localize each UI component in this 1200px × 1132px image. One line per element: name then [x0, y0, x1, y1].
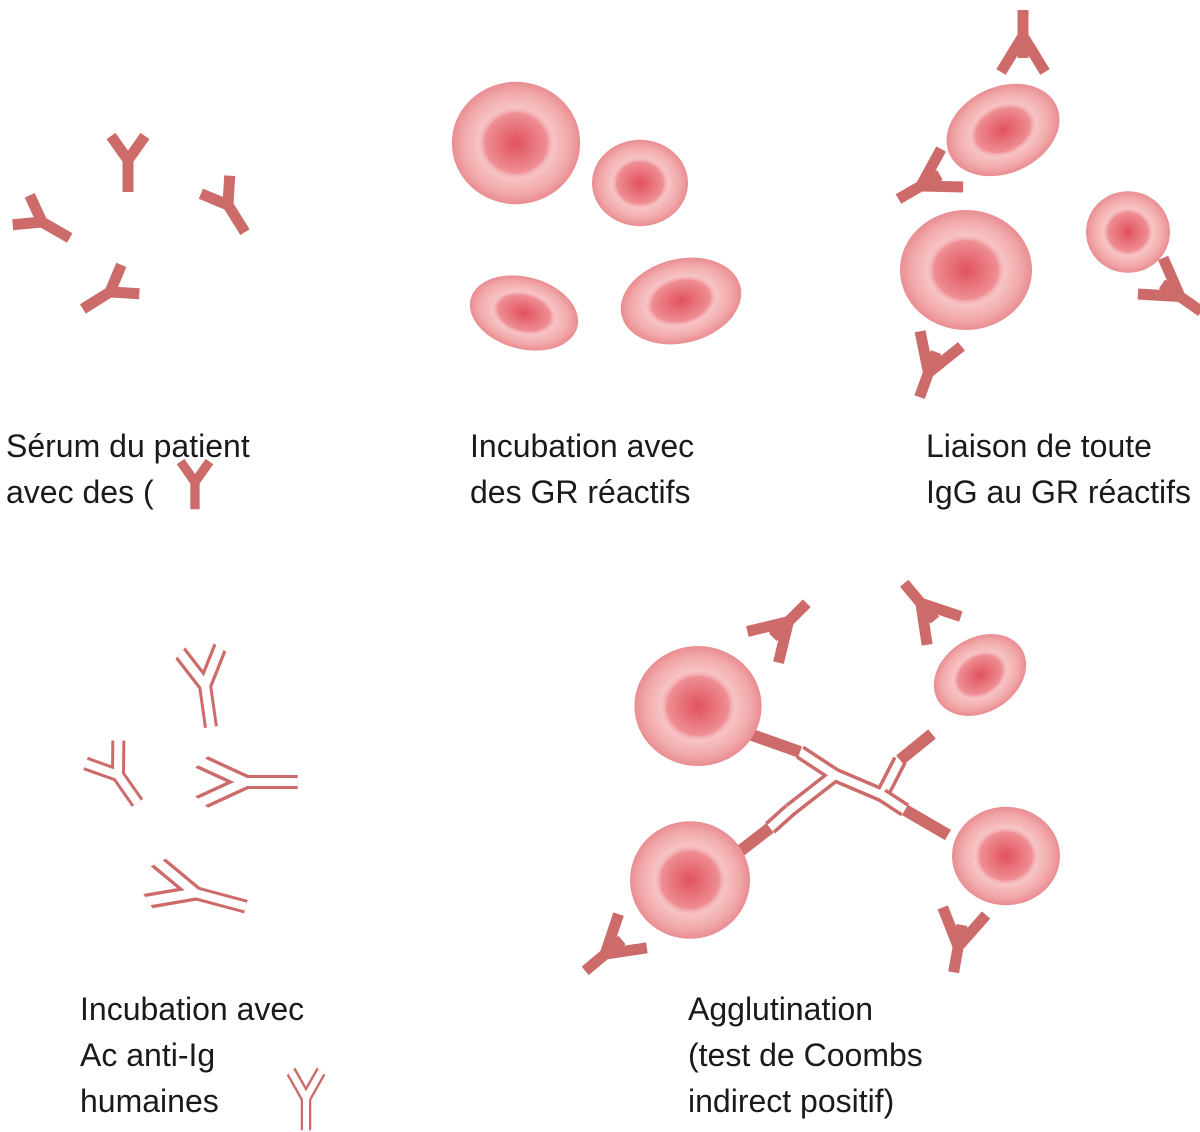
red-blood-cell-icon: [461, 263, 587, 363]
caption-binding: Liaison de toute IgG au GR réactifs: [926, 423, 1191, 515]
caption-line: (test de Coombs: [688, 1037, 923, 1073]
red-blood-cell-icon: [900, 210, 1032, 330]
caption-line: Incubation avec: [470, 428, 695, 464]
bound-antibody-icon: [747, 588, 822, 663]
caption-line: Incubation avec: [80, 991, 305, 1027]
bound-antibody-icon: [571, 914, 647, 988]
red-blood-cell-icon: [1086, 191, 1170, 273]
red-blood-cell-icon: [952, 806, 1060, 906]
caption-line: indirect positif): [688, 1083, 895, 1119]
anti-ig-antibody-icon: [202, 762, 298, 802]
red-blood-cell-group: [451, 81, 751, 363]
caption-anti-ig: Incubation avec Ac anti-Ig humaines: [80, 986, 304, 1124]
bound-antibody-icon: [899, 331, 962, 404]
red-blood-cell-icon: [592, 139, 688, 227]
free-antibody-icon-group: [13, 136, 260, 323]
bound-antibody-icon: [887, 149, 963, 218]
red-blood-cell-icon: [630, 821, 750, 939]
caption-serum: Sérum du patient avec des (: [6, 423, 250, 515]
bound-antibody-icon: [1001, 10, 1045, 72]
caption-line: avec des (: [6, 474, 154, 510]
antibody-icon: [13, 195, 78, 252]
antibody-icon: [111, 136, 145, 192]
bridge-link: [731, 729, 952, 860]
anti-ig-antibody-icon: [180, 648, 230, 730]
bound-antibody-icon: [1138, 258, 1200, 330]
caption-line: Liaison de toute: [926, 428, 1152, 464]
anti-ig-antibody-group: [86, 648, 298, 926]
anti-ig-antibody-icon: [148, 862, 251, 926]
caption-line: Sérum du patient: [6, 428, 250, 464]
agglutination-group: [571, 569, 1060, 988]
antibody-icon: [201, 176, 260, 242]
red-blood-cell-icon: [451, 81, 581, 205]
caption-line: humaines: [80, 1083, 219, 1119]
antibody-icon: [74, 265, 140, 324]
sensitized-cells-group: [887, 10, 1200, 405]
bound-antibody-icon: [932, 907, 986, 976]
caption-line: Ac anti-Ig: [80, 1037, 216, 1073]
red-blood-cell-icon: [634, 646, 762, 766]
red-blood-cell-icon: [611, 245, 751, 357]
caption-line: des GR réactifs: [470, 474, 691, 510]
bound-antibody-icon: [887, 569, 961, 645]
red-blood-cell-icon: [931, 66, 1075, 194]
caption-incubation-gr: Incubation avec des GR réactifs: [470, 423, 694, 515]
anti-ig-antibody-icon: [86, 741, 154, 815]
caption-agglutination: Agglutination (test de Coombs indirect p…: [688, 986, 923, 1124]
caption-line: IgG au GR réactifs: [926, 474, 1191, 510]
red-blood-cell-icon: [918, 617, 1042, 733]
caption-line: Agglutination: [688, 991, 874, 1027]
anti-ig-bridge-icon: [764, 745, 910, 834]
